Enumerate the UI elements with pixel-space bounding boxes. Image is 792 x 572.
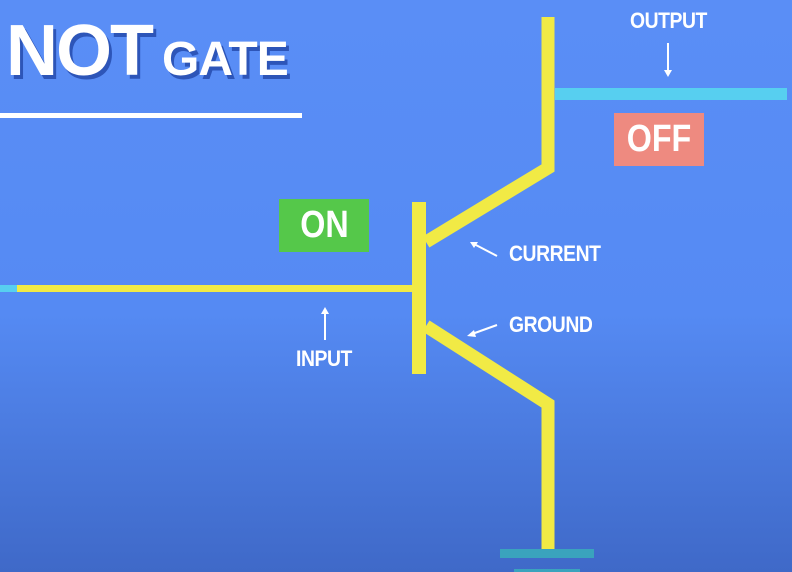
title-main: NOT: [6, 11, 154, 91]
title-underline: [0, 113, 302, 118]
output-wire: [555, 88, 787, 100]
ground-label: GROUND: [509, 312, 593, 337]
ground-plate-top: [500, 549, 594, 558]
input-state-text: ON: [299, 204, 349, 246]
ground-plate-bottom: [514, 569, 580, 572]
output-label: OUTPUT: [630, 8, 707, 33]
current-arrow-icon: [473, 243, 498, 257]
output-state-badge: OFF: [614, 113, 704, 166]
transistor-base: [412, 202, 426, 374]
input-wire: [17, 285, 414, 292]
emitter-wire: [422, 320, 555, 551]
current-label: CURRENT: [509, 241, 601, 266]
arrows: [321, 43, 672, 340]
title-sub: GATE: [161, 33, 289, 86]
collector-wire: [422, 17, 555, 248]
ground-arrow-icon: [471, 324, 498, 335]
input-state-badge: ON: [279, 199, 369, 252]
input-wire-cyan-stub: [0, 285, 17, 292]
input-label: INPUT: [296, 346, 352, 371]
output-state-text: OFF: [626, 118, 692, 160]
